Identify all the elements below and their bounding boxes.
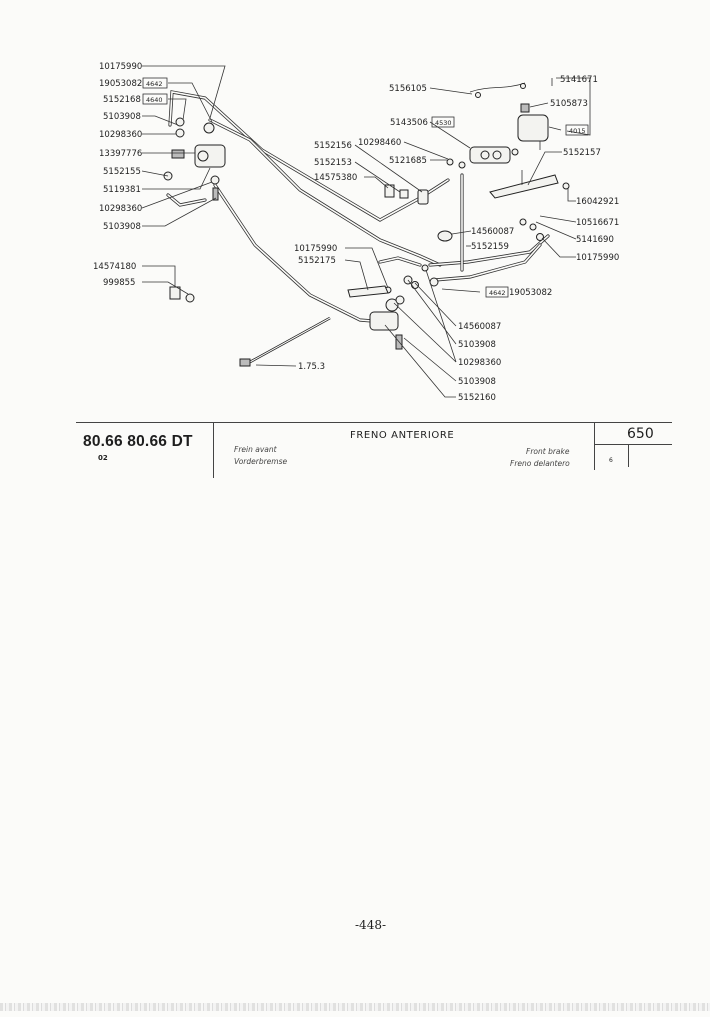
bracket-14575380 [384, 184, 409, 199]
label-14560087-a: 14560087 [471, 227, 514, 237]
ref-box-4642-top: 4642 [146, 80, 163, 88]
section-title-french: Frein avant [234, 445, 277, 454]
label-16042921: 16042921 [576, 197, 619, 207]
bracket-5152175 [347, 285, 389, 298]
label-5152160: 5152160 [458, 393, 496, 403]
label-19053082-b: 19053082 [509, 288, 552, 298]
table-number: 650 [627, 426, 654, 442]
label-5156105: 5156105 [389, 84, 427, 94]
section-title-spanish: Freno delantero [510, 459, 570, 468]
wiring-5156105 [469, 82, 526, 98]
sheet-number: 6 [609, 457, 613, 464]
ref-box-4015: 4015 [569, 127, 586, 135]
section-title-english: Front brake [526, 447, 570, 456]
master-cylinder [446, 146, 519, 169]
label-14575380: 14575380 [314, 173, 357, 183]
label-14560087-b: 14560087 [458, 322, 501, 332]
ref-box-4640: 4640 [146, 96, 163, 104]
label-5105873: 5105873 [550, 99, 588, 109]
label-5141690: 5141690 [576, 235, 614, 245]
section-title-italian: FRENO ANTERIORE [350, 430, 455, 441]
right-fittings [519, 182, 570, 241]
label-14574180: 14574180 [93, 262, 136, 272]
label-1-75-3: 1.75.3 [298, 362, 325, 372]
label-5143506: 5143506 [390, 118, 428, 128]
label-10175990-b: 10175990 [576, 253, 619, 263]
label-999855: 999855 [103, 278, 135, 288]
label-10175990-c: 10175990 [294, 244, 337, 254]
brake-pipes [166, 90, 550, 324]
title-block: 80.66 80.66 DT 02 FRENO ANTERIORE Frein … [76, 422, 672, 478]
label-10298360-c: 10298360 [458, 358, 501, 368]
label-5141671: 5141671 [560, 75, 598, 85]
model-name: 80.66 80.66 DT [83, 433, 193, 450]
label-5152168: 5152168 [103, 95, 141, 105]
exploded-parts-diagram: 10175990 19053082 5152168 5103908 102983… [93, 62, 619, 403]
rod-1753 [239, 316, 331, 367]
left-brake-valve [171, 144, 226, 201]
scan-edge-strip [0, 1003, 710, 1011]
ref-box-4530: 4530 [435, 119, 452, 127]
model-variant: 02 [98, 454, 108, 462]
hose-clamp-14560087 [437, 230, 453, 242]
label-5152153: 5152153 [314, 158, 352, 168]
ref-box-4642-bottom: 4642 [489, 289, 506, 297]
page-number: -448- [355, 918, 387, 932]
label-5103908-b: 5103908 [103, 222, 141, 232]
clip-5152156 [417, 189, 429, 205]
label-5152157: 5152157 [563, 148, 601, 158]
label-19053082-top: 19053082 [99, 79, 142, 89]
label-5103908-d: 5103908 [458, 377, 496, 387]
label-10516671: 10516671 [576, 218, 619, 228]
bracket-5152157 [489, 170, 559, 199]
label-10298360-b: 10298360 [99, 204, 142, 214]
section-title-german: Vorderbremse [234, 457, 288, 466]
label-10298360-a: 10298360 [99, 130, 142, 140]
label-10175990-top: 10175990 [99, 62, 142, 72]
label-13397776: 13397776 [99, 149, 142, 159]
label-5152159: 5152159 [471, 242, 509, 252]
center-fittings [403, 264, 439, 289]
label-5121685: 5121685 [389, 156, 427, 166]
part-labels: 10175990 19053082 5152168 5103908 102983… [93, 62, 619, 403]
label-5103908-c: 5103908 [458, 340, 496, 350]
label-5119381: 5119381 [103, 185, 141, 195]
label-5103908-a: 5103908 [103, 112, 141, 122]
label-5152175: 5152175 [298, 256, 336, 266]
clamp-14574180 [169, 286, 195, 303]
label-10298460: 10298460 [358, 138, 401, 148]
leader-lines [141, 65, 591, 398]
label-5152156: 5152156 [314, 141, 352, 151]
label-5152155: 5152155 [103, 167, 141, 177]
reference-boxes: 4642 4640 4530 4015 4642 [142, 77, 589, 298]
front-brake-valve [369, 286, 405, 350]
reservoir [517, 103, 549, 150]
